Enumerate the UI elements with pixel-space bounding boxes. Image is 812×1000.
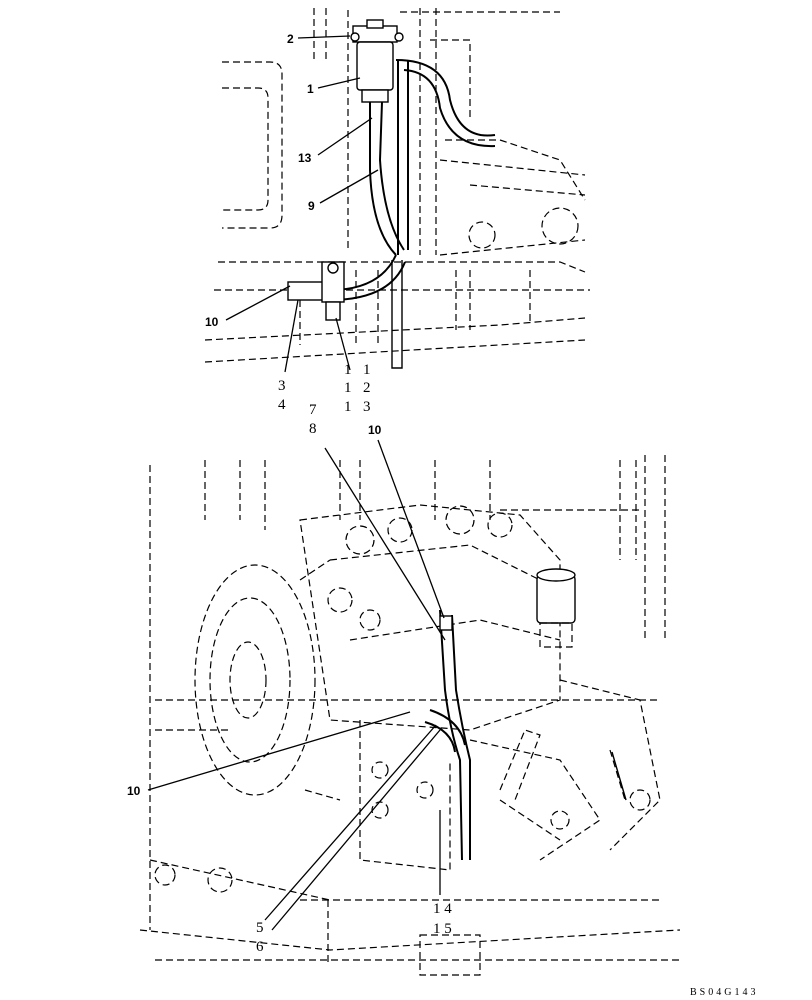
bottom-leader-lines bbox=[147, 439, 446, 931]
drawing-id: BS04G143 bbox=[690, 987, 758, 998]
callout-10-bottom-left: 10 bbox=[127, 784, 141, 798]
callout-col-right-3: 3 bbox=[363, 399, 371, 415]
callout-7: 7 bbox=[309, 402, 317, 418]
callout-col-right-2: 2 bbox=[363, 380, 371, 396]
callout-14: 1 4 bbox=[433, 901, 452, 917]
top-leader-lines bbox=[225, 35, 379, 373]
callout-col-right-1: 1 bbox=[363, 362, 371, 378]
callout-5: 5 bbox=[256, 920, 264, 936]
callout-2: 2 bbox=[287, 32, 294, 46]
callout-1: 1 bbox=[307, 82, 314, 96]
callout-13: 13 bbox=[298, 151, 312, 165]
callout-10-top: 10 bbox=[205, 315, 219, 329]
callout-9: 9 bbox=[308, 199, 315, 213]
callout-3: 3 bbox=[278, 378, 286, 394]
callout-4: 4 bbox=[278, 397, 286, 413]
callout-6: 6 bbox=[256, 939, 264, 955]
callout-col-left-3: 1 bbox=[344, 399, 352, 415]
callout-col-left-1: 1 bbox=[344, 362, 352, 378]
callout-col-left-2: 1 bbox=[344, 380, 352, 396]
callout-10-bottom-top: 10 bbox=[368, 423, 382, 437]
callout-8: 8 bbox=[309, 421, 317, 437]
top-callouts: 2 1 13 9 10 3 4 1 1 1 1 1 2 1 3 bbox=[205, 32, 315, 413]
bottom-assembly-illustration bbox=[139, 455, 681, 976]
callout-15: 1 5 bbox=[433, 921, 452, 937]
bottom-callouts: 7 8 10 10 5 6 1 4 1 5 bbox=[127, 402, 452, 955]
top-assembly-illustration bbox=[204, 8, 590, 369]
